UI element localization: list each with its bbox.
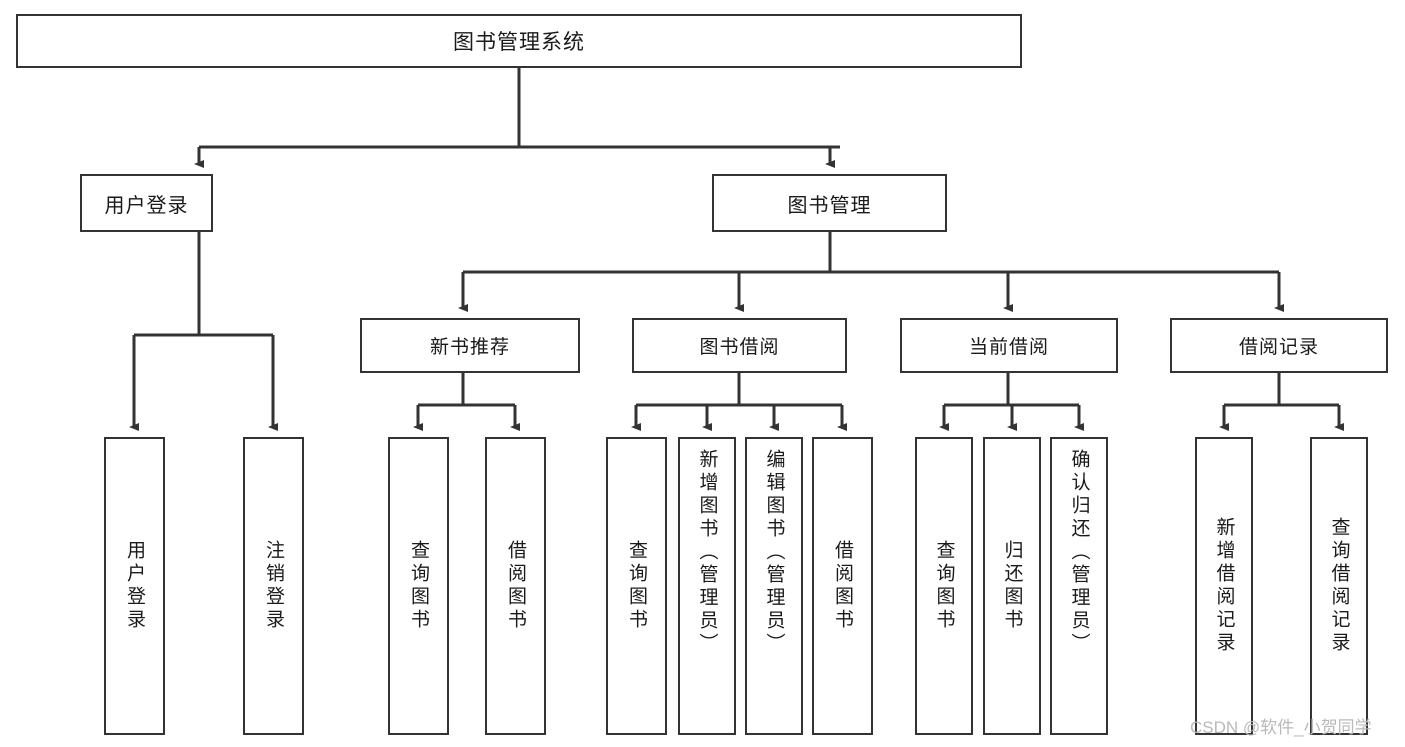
node-leaf-borrow-book-rec[interactable]: 借阅图书: [485, 437, 546, 735]
node-leaf-query-book-current[interactable]: 查询图书: [915, 437, 973, 735]
node-current-borrow[interactable]: 当前借阅: [900, 318, 1118, 373]
node-leaf-query-book-borrow-label: 查询图书: [626, 540, 647, 632]
node-leaf-user-login-label: 用户登录: [124, 540, 145, 632]
node-leaf-add-borrow-record[interactable]: 新增借阅记录: [1195, 437, 1253, 735]
node-new-book-recommend[interactable]: 新书推荐: [360, 318, 580, 373]
node-borrow-record[interactable]: 借阅记录: [1170, 318, 1388, 373]
node-book-borrow-label: 图书借阅: [699, 337, 780, 358]
node-leaf-return-book[interactable]: 归还图书: [983, 437, 1041, 735]
node-new-book-recommend-label: 新书推荐: [429, 337, 510, 358]
node-user-login-label: 用户登录: [104, 194, 189, 217]
node-book-manage-label: 图书管理: [787, 194, 872, 217]
node-leaf-borrow-book-label: 借阅图书: [832, 540, 853, 632]
node-leaf-query-book-rec-label: 查询图书: [408, 540, 429, 632]
node-user-login[interactable]: 用户登录: [80, 174, 213, 232]
node-leaf-logout-label: 注销登录: [263, 540, 284, 632]
node-book-borrow[interactable]: 图书借阅: [632, 318, 847, 373]
node-leaf-return-book-label: 归还图书: [1001, 540, 1023, 632]
node-leaf-query-book-borrow[interactable]: 查询图书: [606, 437, 667, 735]
node-leaf-query-book-rec[interactable]: 查询图书: [388, 437, 449, 735]
node-leaf-add-borrow-record-label: 新增借阅记录: [1213, 517, 1235, 655]
node-current-borrow-label: 当前借阅: [968, 337, 1049, 358]
node-leaf-query-book-current-label: 查询图书: [933, 540, 955, 632]
node-leaf-borrow-book-rec-label: 借阅图书: [505, 540, 526, 632]
node-leaf-confirm-return[interactable]: 确认归还（管理员）: [1050, 437, 1108, 735]
node-leaf-borrow-book[interactable]: 借阅图书: [812, 437, 873, 735]
node-leaf-query-borrow-record[interactable]: 查询借阅记录: [1310, 437, 1368, 735]
watermark: CSDN @软件_小贺同学: [1190, 718, 1372, 737]
node-leaf-logout[interactable]: 注销登录: [243, 437, 304, 735]
node-leaf-add-book[interactable]: 新增图书（管理员）: [678, 437, 736, 735]
node-leaf-add-book-label: 新增图书（管理员）: [696, 449, 718, 656]
node-book-manage[interactable]: 图书管理: [712, 174, 947, 232]
node-leaf-edit-book-label: 编辑图书（管理员）: [763, 449, 785, 656]
node-leaf-edit-book[interactable]: 编辑图书（管理员）: [745, 437, 803, 735]
node-root[interactable]: 图书管理系统: [16, 14, 1022, 68]
node-borrow-record-label: 借阅记录: [1238, 337, 1319, 358]
node-leaf-query-borrow-record-label: 查询借阅记录: [1328, 517, 1350, 655]
node-leaf-confirm-return-label: 确认归还（管理员）: [1068, 449, 1090, 656]
node-leaf-user-login[interactable]: 用户登录: [104, 437, 165, 735]
node-root-label: 图书管理系统: [453, 31, 585, 54]
